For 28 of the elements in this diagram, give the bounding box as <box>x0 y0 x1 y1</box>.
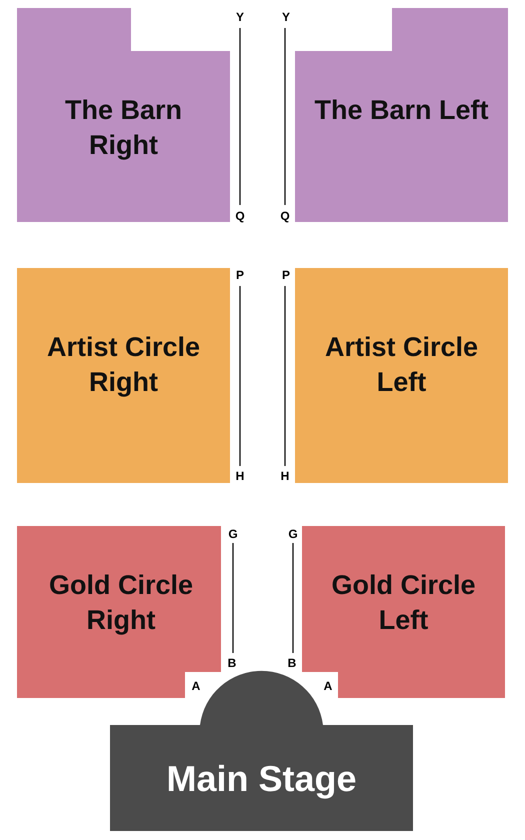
section-label: Main Stage <box>165 757 358 801</box>
seating-section <box>17 526 221 698</box>
row-label: B <box>288 657 296 669</box>
section-label: Artist Circle Left <box>324 331 480 400</box>
row-label: Q <box>235 210 245 222</box>
section-label: The Barn Right <box>64 94 184 162</box>
stage-area <box>110 673 413 831</box>
seating-section <box>295 268 508 483</box>
seating-section <box>17 268 230 483</box>
row-label: Y <box>282 11 290 23</box>
seating-section <box>302 526 505 698</box>
section-label: Gold Circle Right <box>48 569 194 638</box>
row-label: Y <box>236 11 244 23</box>
row-label: H <box>280 470 290 482</box>
row-label: Q <box>280 210 290 222</box>
section-label: Gold Circle Left <box>330 569 477 638</box>
row-label: B <box>228 657 236 669</box>
row-label: P <box>282 269 290 281</box>
row-label: P <box>236 269 244 281</box>
row-label: H <box>236 470 244 482</box>
section-label: The Barn Left <box>313 94 490 127</box>
section-label: Artist Circle Right <box>46 331 202 400</box>
seating-section <box>295 8 508 222</box>
row-label: A <box>324 680 332 692</box>
row-label: A <box>192 680 200 692</box>
row-label: G <box>288 528 298 540</box>
row-label: G <box>228 528 238 540</box>
seating-section <box>17 8 230 222</box>
